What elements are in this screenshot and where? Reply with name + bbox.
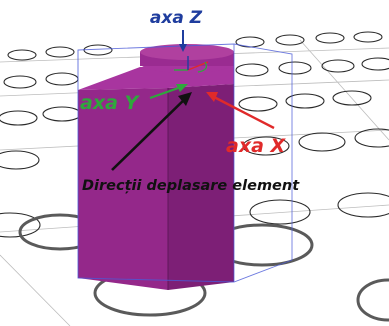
caption-arrowhead (178, 92, 192, 106)
axis-gizmo (174, 56, 209, 73)
lego-brick (78, 44, 234, 290)
bounding-box (77, 43, 293, 283)
gizmo-rotation-arc (197, 61, 208, 73)
axis-y-arrowhead (176, 84, 188, 92)
gizmo-x-line (187, 61, 209, 71)
caption-label: Direcții deplasare element (82, 178, 300, 194)
axis-x-arrowhead (206, 92, 218, 102)
axis-x-arrow (211, 94, 275, 130)
brick-right-face (168, 84, 234, 290)
brick-stud-cap (140, 44, 234, 60)
axis-z-label: axa Z (150, 8, 203, 28)
axis-arrows (111, 30, 275, 171)
axis-y-label: axa Y (80, 92, 141, 114)
axis-x-label: axa X (226, 135, 287, 157)
axis-z-arrowhead (179, 44, 187, 52)
caption-arrow (111, 95, 189, 171)
